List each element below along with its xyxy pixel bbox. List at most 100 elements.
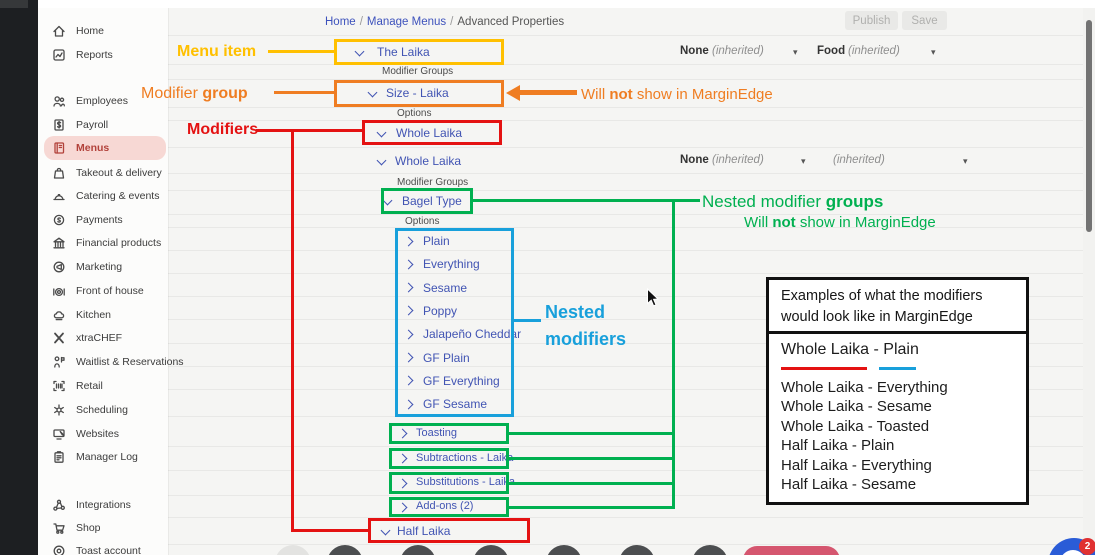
sidebar-item-employees[interactable]: Employees — [44, 89, 166, 113]
sidebar-item-takeout-delivery[interactable]: Takeout & delivery — [44, 161, 166, 185]
row-separator — [168, 319, 1083, 320]
sibling-group-row-add-ons-2[interactable]: Add-ons (2) — [416, 500, 474, 512]
breadcrumb-separator: / — [359, 16, 363, 28]
modifier-group-row[interactable]: Size - Laika — [386, 86, 449, 100]
dropdown-caret-icon[interactable]: ▾ — [801, 156, 806, 166]
top-band — [38, 0, 1095, 8]
mouse-cursor — [646, 287, 660, 313]
home-icon — [51, 23, 67, 39]
toolbar-button[interactable] — [275, 545, 311, 555]
sidebar-item-label: Payments — [76, 214, 123, 226]
annotation-modifiers-line2 — [291, 529, 368, 532]
sibling-group-row-subtractions-laika[interactable]: Subtractions - Laika — [416, 451, 514, 464]
annotation-modifier-group-box — [334, 80, 504, 107]
websites-icon — [51, 426, 67, 442]
nested-modifier-row-plain[interactable]: Plain — [423, 234, 450, 248]
examples-header-line1: Examples of what the modifiers — [781, 288, 983, 304]
scrollbar-thumb[interactable] — [1086, 20, 1092, 232]
sidebar-item-scheduling[interactable]: Scheduling — [44, 398, 166, 422]
half-item-row[interactable]: Half Laika — [397, 524, 451, 538]
sidebar-item-retail[interactable]: Retail — [44, 374, 166, 398]
nested-group-row[interactable]: Bagel Type — [402, 194, 462, 208]
sidebar-item-label: Front of house — [76, 285, 144, 297]
sidebar-item-marketing[interactable]: Marketing — [44, 255, 166, 279]
annotation-menu-item-box — [334, 39, 504, 65]
toolbar-button[interactable] — [546, 545, 582, 555]
save-button[interactable]: Save — [902, 11, 947, 30]
publish-button[interactable]: Publish — [845, 11, 898, 30]
modifier-row[interactable]: Whole Laika — [396, 126, 463, 140]
window-edge-strip — [0, 0, 38, 555]
nested-item-row[interactable]: Whole Laika — [395, 154, 462, 168]
row-separator — [168, 544, 1083, 545]
nested-item-tax-note[interactable]: (inherited) — [833, 154, 885, 166]
breadcrumb-manage-menus-link[interactable]: Manage Menus — [366, 16, 447, 28]
sidebar-item-catering-events[interactable]: Catering & events — [44, 184, 166, 208]
sidebar-item-kitchen[interactable]: Kitchen — [44, 303, 166, 327]
toolbar-button[interactable] — [400, 545, 436, 555]
nested-modifier-row-sesame[interactable]: Sesame — [423, 280, 468, 295]
sidebar-item-label: Payroll — [76, 119, 109, 131]
dropdown-caret-icon[interactable]: ▾ — [931, 47, 936, 57]
sidebar-item-websites[interactable]: Websites — [44, 422, 166, 446]
row-separator — [168, 35, 1083, 36]
annotation-modifiers-line — [256, 129, 362, 132]
sidebar-item-payments[interactable]: Payments — [44, 208, 166, 232]
breadcrumb-current: Advanced Properties — [457, 16, 565, 28]
menu-item-tax-value[interactable]: Food — [817, 45, 846, 57]
toolbar-button[interactable] — [327, 545, 363, 555]
toolbar-button[interactable] — [473, 545, 509, 555]
sidebar-item-shop[interactable]: Shop — [44, 516, 166, 540]
sidebar-item-label: Scheduling — [76, 404, 128, 416]
examples-header-line2: would look like in MarginEdge — [781, 309, 973, 325]
sidebar-item-menus[interactable]: Menus — [44, 136, 166, 160]
sidebar-item-xtrachef[interactable]: xtraCHEF — [44, 326, 166, 350]
breadcrumb-home-link[interactable]: Home — [325, 16, 356, 28]
sidebar-item-label: Home — [76, 25, 105, 37]
menu-item-row[interactable]: The Laika — [377, 45, 430, 59]
toast-account-icon — [51, 543, 67, 555]
annotation-sibling-group-box — [389, 497, 509, 517]
sidebar-item-home[interactable]: Home — [44, 19, 166, 43]
sidebar-item-waitlist-reservations[interactable]: Waitlist & Reservations — [44, 350, 184, 374]
dropdown-caret-icon[interactable]: ▾ — [793, 47, 798, 57]
nested-modifier-row-gf-everything[interactable]: GF Everything — [423, 373, 500, 388]
example-item: Whole Laika - Everything — [781, 379, 948, 396]
annotation-half-item-box — [368, 518, 530, 543]
sidebar-item-front-of-house[interactable]: Front of house — [44, 279, 166, 303]
sibling-group-row-toasting[interactable]: Toasting — [416, 426, 457, 439]
takeout-icon — [51, 165, 67, 181]
sibling-group-row-substitutions-laika[interactable]: Substitutions - Laika — [416, 476, 516, 488]
nested-modifier-row-poppy[interactable]: Poppy — [423, 303, 458, 318]
sidebar-item-manager-log[interactable]: Manager Log — [44, 445, 166, 469]
sidebar-item-label: Reports — [76, 49, 113, 61]
nested-modifier-row-jalape-o-cheddar[interactable]: Jalapeño Cheddar — [423, 327, 522, 342]
reports-icon — [51, 47, 67, 63]
toolbar-button[interactable] — [692, 545, 728, 555]
chevron-down-icon[interactable] — [376, 155, 387, 166]
sidebar-item-label: Kitchen — [76, 309, 112, 321]
nested-modifier-row-gf-sesame[interactable]: GF Sesame — [423, 397, 488, 412]
menu-item-sales-category-value[interactable]: None — [680, 45, 709, 57]
row-separator — [168, 227, 1083, 228]
row-separator — [168, 147, 1083, 148]
leave-call-button[interactable] — [743, 546, 840, 555]
sidebar-item-label: Catering & events — [76, 190, 160, 202]
sidebar-item-payroll[interactable]: Payroll — [44, 113, 166, 137]
dropdown-caret-icon[interactable]: ▾ — [963, 156, 968, 166]
sidebar-item-label: Employees — [76, 95, 128, 107]
row-separator — [168, 446, 1083, 447]
nested-modifier-row-gf-plain[interactable]: GF Plain — [423, 350, 470, 365]
payments-icon — [51, 212, 67, 228]
example-item: Half Laika - Everything — [781, 456, 932, 474]
sidebar-item-integrations[interactable]: Integrations — [44, 493, 166, 517]
example-item: Whole Laika - Toasted — [781, 417, 930, 435]
annotation-blue-line — [514, 319, 541, 322]
sidebar-item-financial-products[interactable]: Financial products — [44, 231, 166, 255]
modifier-groups-label: Modifier Groups — [382, 66, 454, 77]
nested-modifier-row-everything[interactable]: Everything — [423, 257, 480, 272]
sidebar-item-toast-account[interactable]: Toast account — [44, 539, 166, 555]
nested-item-sales-category-value[interactable]: None — [680, 154, 709, 166]
toolbar-button[interactable] — [619, 545, 655, 555]
sidebar-item-reports[interactable]: Reports — [44, 43, 166, 67]
